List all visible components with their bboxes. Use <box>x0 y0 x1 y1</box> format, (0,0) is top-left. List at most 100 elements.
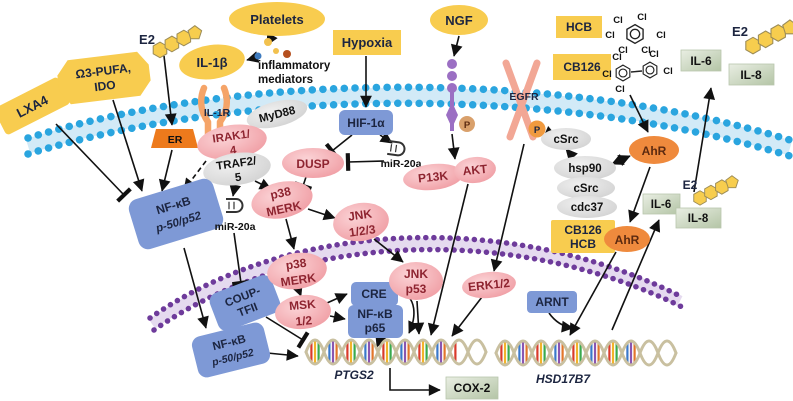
node-cox2: COX-2 <box>445 376 499 400</box>
node-p38-merk-nuclear: p38 MERK <box>267 252 327 290</box>
node-jnk-p53: JNK p53 <box>389 262 443 300</box>
inflammatory-label-line2: mediators <box>258 74 313 86</box>
e2-left-label: E2 <box>139 32 155 47</box>
node-ngf: NGF <box>430 5 488 35</box>
csrc-label: cSrc <box>554 134 580 146</box>
node-platelets: Platelets <box>229 2 325 36</box>
ngf-shape <box>430 5 488 35</box>
arrow-pufa-nfkb <box>112 99 145 192</box>
node-jnk123: JNK 1/2/3 <box>333 202 389 242</box>
nuclear-membrane-inner-beads <box>151 246 685 333</box>
inhibit-mir20a-coup <box>231 232 251 287</box>
arrow-msk-p65 <box>329 310 346 323</box>
connectors <box>55 32 716 396</box>
node-csrc-membrane: cSrc <box>541 128 591 150</box>
node-akt: AKT <box>454 156 496 184</box>
traf-label-line2: 5 <box>234 171 243 184</box>
node-il8-cytoplasmic: IL-8 <box>675 207 722 229</box>
cre-label: CRE <box>361 287 386 301</box>
arrow-hsp90complex-ahr <box>611 154 631 166</box>
p38-cyto-shape <box>251 181 313 219</box>
e2-cyto-label: E2 <box>683 178 698 192</box>
node-mir20a-center: miR-20a <box>381 140 422 170</box>
mediator-dot-icon <box>264 38 272 46</box>
irak-label-line1: IRAK1/ <box>212 128 252 145</box>
node-hsp90: hsp90 <box>554 156 616 180</box>
il8-secreted-shape <box>728 63 775 86</box>
node-coup-tfii: COUP- TFII <box>209 275 281 331</box>
il1r-receptor-icon <box>197 84 231 157</box>
node-p13k: P13K <box>403 163 463 191</box>
mirna-hairpin-icon <box>386 140 407 158</box>
cl-label: Cl <box>641 45 651 56</box>
node-cb126-hcb-box: CB126 HCB <box>551 220 615 253</box>
arrow-jnk123-jnkp53 <box>373 238 404 263</box>
arrow-akt-ptgs2 <box>427 183 469 336</box>
cdc37-shape <box>557 196 617 218</box>
p13k-shape <box>403 163 463 191</box>
node-egfr-receptor: EGFR P <box>502 59 546 141</box>
jnkp53-label-line1: JNK <box>404 267 428 281</box>
nuclear-membrane-band <box>148 238 683 329</box>
arrow-il6il8-secreted <box>693 87 716 193</box>
node-hcb: HCB Cl Cl Cl Cl Cl Cl <box>556 12 666 56</box>
e2-top-right-label: E2 <box>732 24 748 39</box>
arrow-ptgs2-cox2 <box>389 368 441 396</box>
dusp-label: DUSP <box>296 157 329 171</box>
cl-label: Cl <box>613 15 623 26</box>
arrow-arnt-hsd17b7 <box>548 312 574 333</box>
trk-receptor-kinase <box>446 102 458 128</box>
node-myd88: MyD88 <box>246 99 308 129</box>
p38-nuclear-label-line2: MERK <box>280 270 317 289</box>
pufa-shape <box>57 51 151 105</box>
inhibit-lxa4-nfkb <box>55 123 132 203</box>
node-e2-cytoplasmic: E2 <box>683 175 739 206</box>
node-p38-merk-cytoplasmic: p38 MERK <box>251 181 313 219</box>
csrc-shape <box>541 128 591 150</box>
jnkp53-shape <box>389 262 443 300</box>
cb126-shape <box>553 54 611 80</box>
irak-label-line2: 4 <box>229 144 238 157</box>
jnkp53-label-line2: p53 <box>406 282 427 296</box>
il8-secreted-label: IL-8 <box>740 68 762 82</box>
cl-label: Cl <box>618 45 628 56</box>
egfr-label: EGFR <box>509 91 539 103</box>
traf-shape <box>203 152 271 186</box>
csrc-complex-shape <box>557 177 615 199</box>
er-label: ER <box>168 134 183 146</box>
arrow-ahr-ahrnuclear <box>628 166 651 223</box>
dna-ptgs2 <box>304 338 488 366</box>
il6-secreted-label: IL-6 <box>690 54 712 68</box>
arrow-cb126-ahr <box>629 94 649 133</box>
akt-shape <box>454 156 496 184</box>
hcb-label: HCB <box>566 20 592 34</box>
p65-label-line2: p65 <box>365 321 386 335</box>
plasma-membrane-outer-beads <box>24 83 793 144</box>
hif1a-label: HIF-1α <box>347 116 385 130</box>
pufa-label-line1: Ω3-PUFA, <box>75 61 132 82</box>
traf-label-line1: TRAF2/ <box>216 155 258 173</box>
benzene-ring-icon <box>615 64 631 82</box>
il8-cyto-shape <box>675 207 722 229</box>
erk12-shape <box>462 271 516 299</box>
node-nfkb-cytoplasmic: NF-κB p-50/p52 <box>128 178 224 250</box>
node-nfkb-p65: NF-κB p65 <box>348 305 403 338</box>
cox2-shape <box>445 376 499 400</box>
cl-label: Cl <box>602 69 612 80</box>
node-er: ER <box>151 129 198 148</box>
arrow-receptor-p13k-akt <box>447 133 460 160</box>
arrow-p38nuclear-msk <box>291 283 303 297</box>
p13k-label: P13K <box>417 168 449 185</box>
jnk123-shape <box>333 202 389 242</box>
arrow-egfr-erk12 <box>490 143 525 272</box>
jnk123-label-line2: 1/2/3 <box>348 222 377 240</box>
mirna-hairpin-icon <box>225 198 244 213</box>
hypoxia-shape <box>333 30 401 55</box>
mediator-dot-icon <box>283 50 291 58</box>
arrow-nfkb-nuclear-import <box>183 247 209 329</box>
node-il6-secreted: IL-6 <box>680 49 722 72</box>
node-pufa-ido: Ω3-PUFA, IDO <box>57 51 151 105</box>
node-irak: IRAK1/ 4 <box>197 124 267 160</box>
p65-label-line1: NF-κB <box>357 307 393 321</box>
